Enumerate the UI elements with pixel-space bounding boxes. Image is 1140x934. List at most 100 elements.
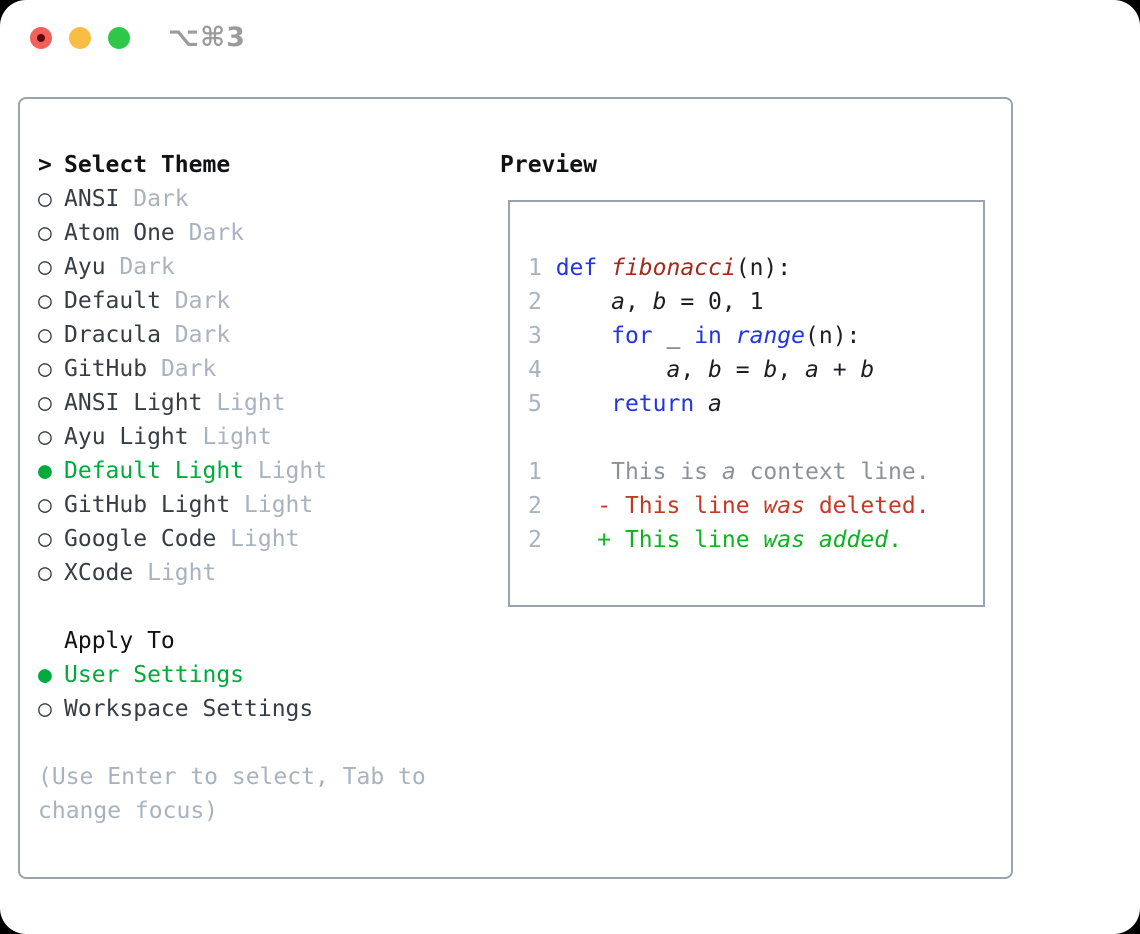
code-token-lineno: 1 — [528, 255, 556, 281]
preview-title: Preview — [500, 152, 597, 178]
radio-unselected-icon: ○ — [38, 526, 52, 552]
code-token-ctx: This is — [555, 459, 722, 485]
theme-variant-tag: Light — [230, 492, 314, 518]
theme-list-title: Select Theme — [64, 152, 231, 178]
code-token-plain: _ — [652, 323, 695, 349]
code-line: 4 a, b = b, a + b — [528, 353, 983, 387]
focus-caret-icon: > — [38, 152, 52, 178]
code-token-plain: + — [818, 357, 861, 383]
radio-unselected-icon: ○ — [38, 254, 52, 280]
theme-option[interactable]: ○Google Code Light — [38, 522, 450, 556]
theme-option[interactable]: ○Atom One Dark — [38, 216, 450, 250]
theme-option[interactable]: ○ GitHub Light Light — [38, 488, 450, 522]
zoom-button[interactable] — [108, 27, 130, 49]
theme-column: > Select Theme ○ANSI Dark○Atom One Dark○… — [38, 148, 450, 828]
code-token-plain — [556, 289, 611, 315]
code-token-var: a — [611, 289, 625, 315]
theme-option[interactable]: ○Default Dark — [38, 284, 450, 318]
radio-selected-icon: ● — [38, 458, 52, 484]
code-token-add — [805, 527, 819, 553]
theme-option-label: ANSI — [64, 186, 120, 212]
radio-selected-icon: ● — [38, 662, 52, 688]
code-token-lineno: 2 — [528, 527, 556, 553]
radio-unselected-icon: ○ — [38, 186, 52, 212]
code-token-lineno: 3 — [528, 323, 556, 349]
code-token-del: - This line — [555, 493, 764, 519]
apply-option-label: Workspace Settings — [64, 696, 314, 722]
code-token-plain — [556, 357, 667, 383]
theme-option[interactable]: ○Ayu Dark — [38, 250, 450, 284]
code-token-var: a — [708, 391, 722, 417]
code-token-var: b — [708, 357, 722, 383]
code-token-plain: = 0, 1 — [666, 289, 764, 315]
theme-option-label: ANSI Light — [64, 390, 203, 416]
code-token-builtin: range — [735, 323, 805, 349]
radio-unselected-icon: ○ — [38, 288, 52, 314]
code-token-del-i: was — [763, 493, 805, 519]
theme-variant-tag: Light — [133, 560, 217, 586]
code-token-del: deleted. — [804, 493, 930, 519]
theme-option-label: Atom One — [64, 220, 175, 246]
apply-option[interactable]: ●User Settings — [38, 658, 450, 692]
code-token-plain — [556, 323, 611, 349]
radio-unselected-icon: ○ — [38, 424, 52, 450]
code-token-plain — [556, 391, 611, 417]
theme-variant-tag: Light — [202, 390, 286, 416]
code-token-plain — [722, 323, 736, 349]
theme-list-title-row: > Select Theme — [38, 148, 450, 182]
minimize-button[interactable] — [69, 27, 91, 49]
theme-option[interactable]: ● Default Light Light — [38, 454, 450, 488]
theme-option[interactable]: ○XCode Light — [38, 556, 450, 590]
theme-option[interactable]: ○ ANSI Light Light — [38, 386, 450, 420]
code-token-lineno: 2 — [528, 493, 556, 519]
radio-unselected-icon: ○ — [38, 492, 52, 518]
titlebar: ⌥⌘3 — [0, 0, 1140, 97]
code-token-add-i: added — [818, 527, 889, 553]
code-line: 5 return a — [528, 387, 983, 421]
radio-unselected-icon: ○ — [38, 356, 52, 382]
theme-variant-tag: Dark — [160, 322, 231, 348]
theme-option-label: GitHub Light — [64, 492, 231, 518]
theme-variant-tag: Dark — [105, 254, 175, 280]
code-token-plain: , — [680, 357, 709, 383]
code-token-lineno: 1 — [528, 459, 556, 485]
code-token-ctx: context line. — [735, 459, 930, 485]
radio-unselected-icon: ○ — [38, 696, 52, 722]
theme-variant-tag: Light — [244, 458, 328, 484]
code-token-var: b — [860, 357, 875, 383]
main-panel: > Select Theme ○ANSI Dark○Atom One Dark○… — [18, 97, 1013, 879]
theme-option-label: Default Light — [64, 458, 245, 484]
code-token-plain: (n): — [735, 255, 792, 281]
apply-to-indent — [38, 624, 64, 658]
code-token-plain: , — [624, 289, 653, 315]
code-line: 2 + This line was added. — [528, 523, 983, 557]
code-token-var: b — [652, 289, 667, 315]
code-token-ctx-i: a — [721, 459, 736, 485]
code-token-plain: (n): — [805, 323, 861, 349]
code-token-plain: = — [721, 357, 764, 383]
code-token-add: + This line — [555, 527, 764, 553]
theme-variant-tag: Light — [188, 424, 272, 450]
theme-option[interactable]: ○Dracula Dark — [38, 318, 450, 352]
apply-to-list: ●User Settings ○ Workspace Settings — [38, 658, 450, 726]
keyboard-shortcut-label: ⌥⌘3 — [168, 22, 246, 53]
theme-variant-tag: Light — [216, 526, 300, 552]
theme-option[interactable]: ○GitHub Dark — [38, 352, 450, 386]
code-token-add: . — [888, 527, 902, 553]
code-token-var: a — [805, 357, 819, 383]
theme-option[interactable]: ○Ayu Light Light — [38, 420, 450, 454]
radio-unselected-icon: ○ — [38, 390, 52, 416]
theme-option[interactable]: ○ ANSI Dark — [38, 182, 450, 216]
code-token-lineno: 4 — [528, 357, 556, 383]
code-token-kw: for — [611, 323, 653, 349]
theme-variant-tag: Dark — [119, 186, 189, 212]
apply-option[interactable]: ○ Workspace Settings — [38, 692, 450, 726]
code-line: 3 for _ in range(n): — [528, 319, 983, 353]
code-token-fn: fibonacci — [611, 255, 736, 281]
theme-option-label: XCode — [64, 560, 134, 586]
code-line: 2 - This line was deleted. — [528, 489, 983, 523]
close-button[interactable] — [30, 27, 52, 49]
code-token-lineno: 2 — [528, 289, 556, 315]
